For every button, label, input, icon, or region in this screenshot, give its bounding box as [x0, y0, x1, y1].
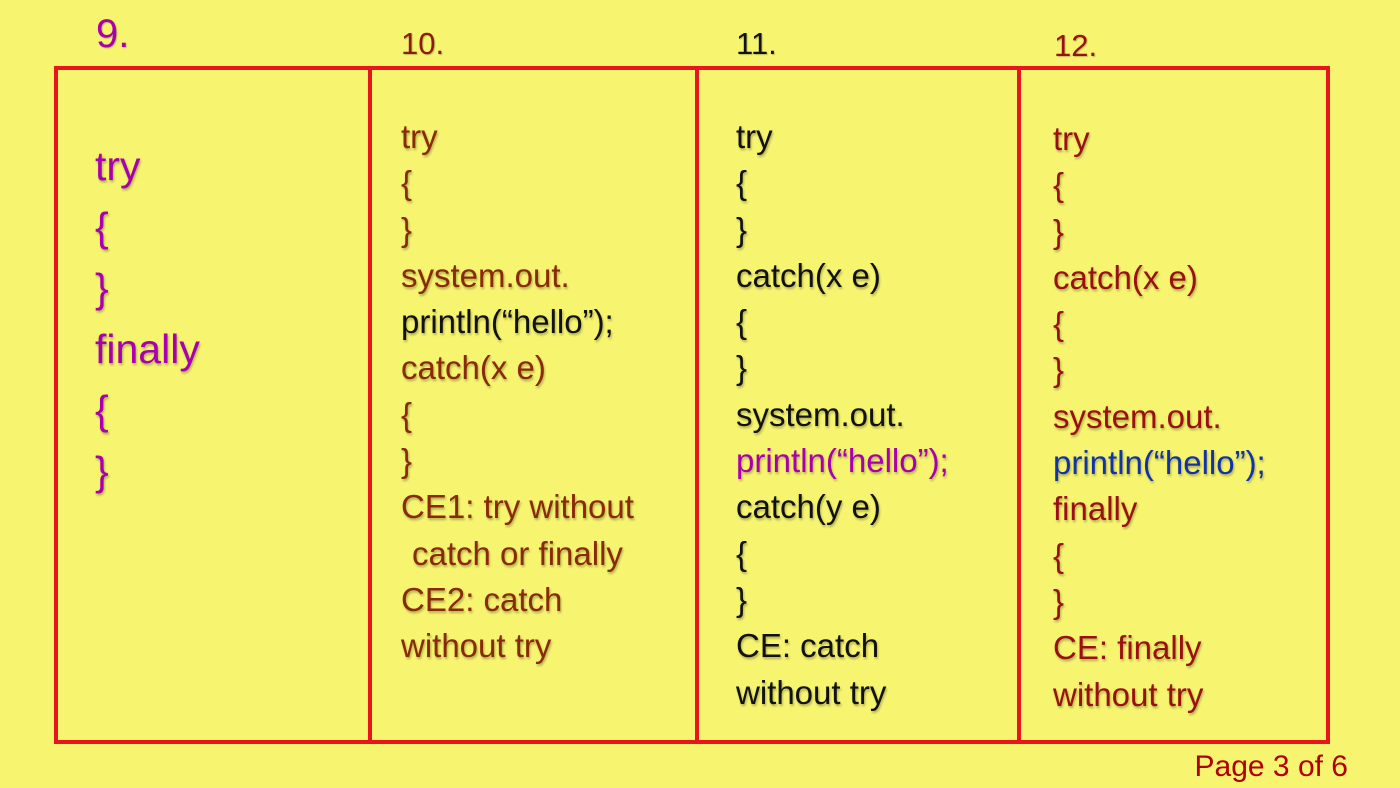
- code-line: }: [1053, 582, 1065, 620]
- error-note: CE: catch: [736, 627, 880, 665]
- code-line: {: [1053, 536, 1065, 574]
- code-line: finally: [95, 326, 200, 372]
- code-line: {: [736, 164, 748, 202]
- code-line: }: [1053, 212, 1065, 250]
- code-line: }: [95, 448, 109, 494]
- column-divider: [368, 66, 372, 744]
- error-note: catch or finally: [412, 534, 623, 572]
- error-note: CE: finally: [1053, 629, 1202, 667]
- column-number-12: 12.: [1054, 28, 1098, 63]
- code-line: try: [95, 143, 141, 189]
- code-line: system.out.: [401, 256, 570, 294]
- code-line: }: [736, 210, 748, 248]
- code-line: {: [1053, 166, 1065, 204]
- code-table-frame: [54, 66, 1330, 744]
- code-line: system.out.: [736, 395, 905, 433]
- code-line: {: [736, 303, 748, 341]
- code-line: {: [95, 387, 109, 433]
- code-line: try: [736, 118, 773, 155]
- code-line: println(“hello”);: [1053, 444, 1266, 482]
- code-column-10: try { } system.out. println(“hello”); ca…: [401, 114, 634, 670]
- code-line: }: [95, 265, 109, 311]
- code-line: println(“hello”);: [401, 303, 614, 341]
- code-line: }: [401, 442, 413, 480]
- error-note: without try: [736, 673, 887, 711]
- code-line: finally: [1053, 490, 1138, 528]
- code-column-12: try { } catch(x e) { } system.out. print…: [1053, 116, 1266, 718]
- code-column-9: try { } finally { }: [95, 136, 200, 502]
- code-line: }: [736, 349, 748, 387]
- code-line: catch(x e): [736, 256, 881, 294]
- column-number-10: 10.: [401, 26, 445, 61]
- code-line: }: [401, 210, 413, 248]
- code-line: catch(x e): [401, 349, 546, 387]
- code-line: {: [401, 164, 413, 202]
- code-line: }: [736, 580, 748, 618]
- column-number-11: 11.: [736, 26, 777, 61]
- code-line: catch(x e): [1053, 258, 1198, 296]
- error-note: without try: [1053, 675, 1204, 713]
- code-line: println(“hello”);: [736, 442, 949, 480]
- error-note: CE2: catch: [401, 580, 563, 618]
- column-divider: [1017, 66, 1021, 744]
- column-divider: [695, 66, 699, 744]
- code-line: {: [736, 534, 748, 572]
- error-note: without try: [401, 627, 552, 665]
- error-note: CE1: try without: [401, 488, 634, 526]
- code-line: {: [1053, 305, 1065, 343]
- column-number-9: 9.: [96, 12, 130, 56]
- code-line: {: [95, 204, 109, 250]
- code-column-11: try { } catch(x e) { } system.out. print…: [736, 114, 949, 716]
- code-line: system.out.: [1053, 397, 1222, 435]
- code-line: try: [1053, 120, 1090, 157]
- code-line: }: [1053, 351, 1065, 389]
- code-line: {: [401, 395, 413, 433]
- page-indicator: Page 3 of 6: [1194, 750, 1348, 783]
- code-line: catch(y e): [736, 488, 881, 526]
- code-line: try: [401, 118, 438, 155]
